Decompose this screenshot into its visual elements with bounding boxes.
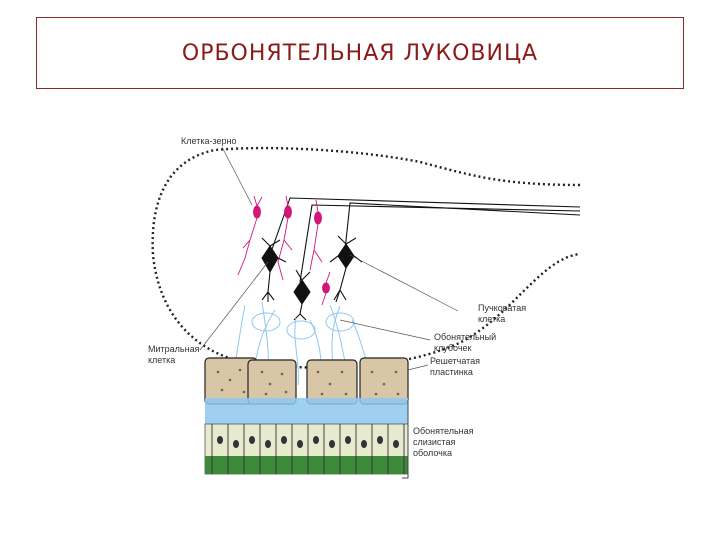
label-tufted-cell-1: Пучковатая: [478, 303, 526, 313]
olfactory-tract: [269, 197, 581, 283]
page-title: ОРБОНЯТЕЛЬНАЯ ЛУКОВИЦА: [181, 40, 539, 66]
granule-cell: [314, 211, 322, 225]
bone-block: [306, 359, 358, 405]
label-cribriform-1: Решетчатая: [430, 356, 480, 366]
olfactory-epithelium: [204, 423, 409, 475]
mucosa-bracket: [402, 400, 409, 479]
title-box: ОРБОНЯТЕЛЬНАЯ ЛУКОВИЦА: [36, 17, 684, 89]
cribriform-plate: [204, 357, 409, 405]
granule-cell: [284, 205, 292, 219]
bone-block: [247, 359, 297, 405]
leader-lines: [199, 146, 459, 371]
bulb-outline: [151, 146, 581, 369]
mucus-layer: [205, 398, 408, 424]
label-glomerulus-2: клубочек: [434, 343, 472, 353]
label-mitral-2: клетка: [148, 355, 175, 365]
label-mucosa-1: Обонятельная: [413, 426, 474, 436]
mitral-cells: [261, 235, 363, 321]
granule-cell: [253, 205, 261, 219]
mitral-cell: [293, 279, 311, 305]
label-mucosa-2: слизистая: [413, 437, 455, 447]
granule-cells: [237, 195, 331, 306]
label-glomerulus-1: Обонятельный: [434, 332, 496, 342]
label-granule-cell: Клетка-зерно: [181, 136, 236, 146]
granule-cell: [322, 282, 330, 294]
label-cribriform-2: пластинка: [430, 367, 473, 377]
label-mitral-1: Митральная: [148, 344, 200, 354]
label-mucosa-3: оболочка: [413, 448, 452, 458]
mitral-cell: [261, 245, 279, 274]
label-tufted-cell-2: клетка: [478, 314, 505, 324]
bone-block: [359, 357, 409, 405]
